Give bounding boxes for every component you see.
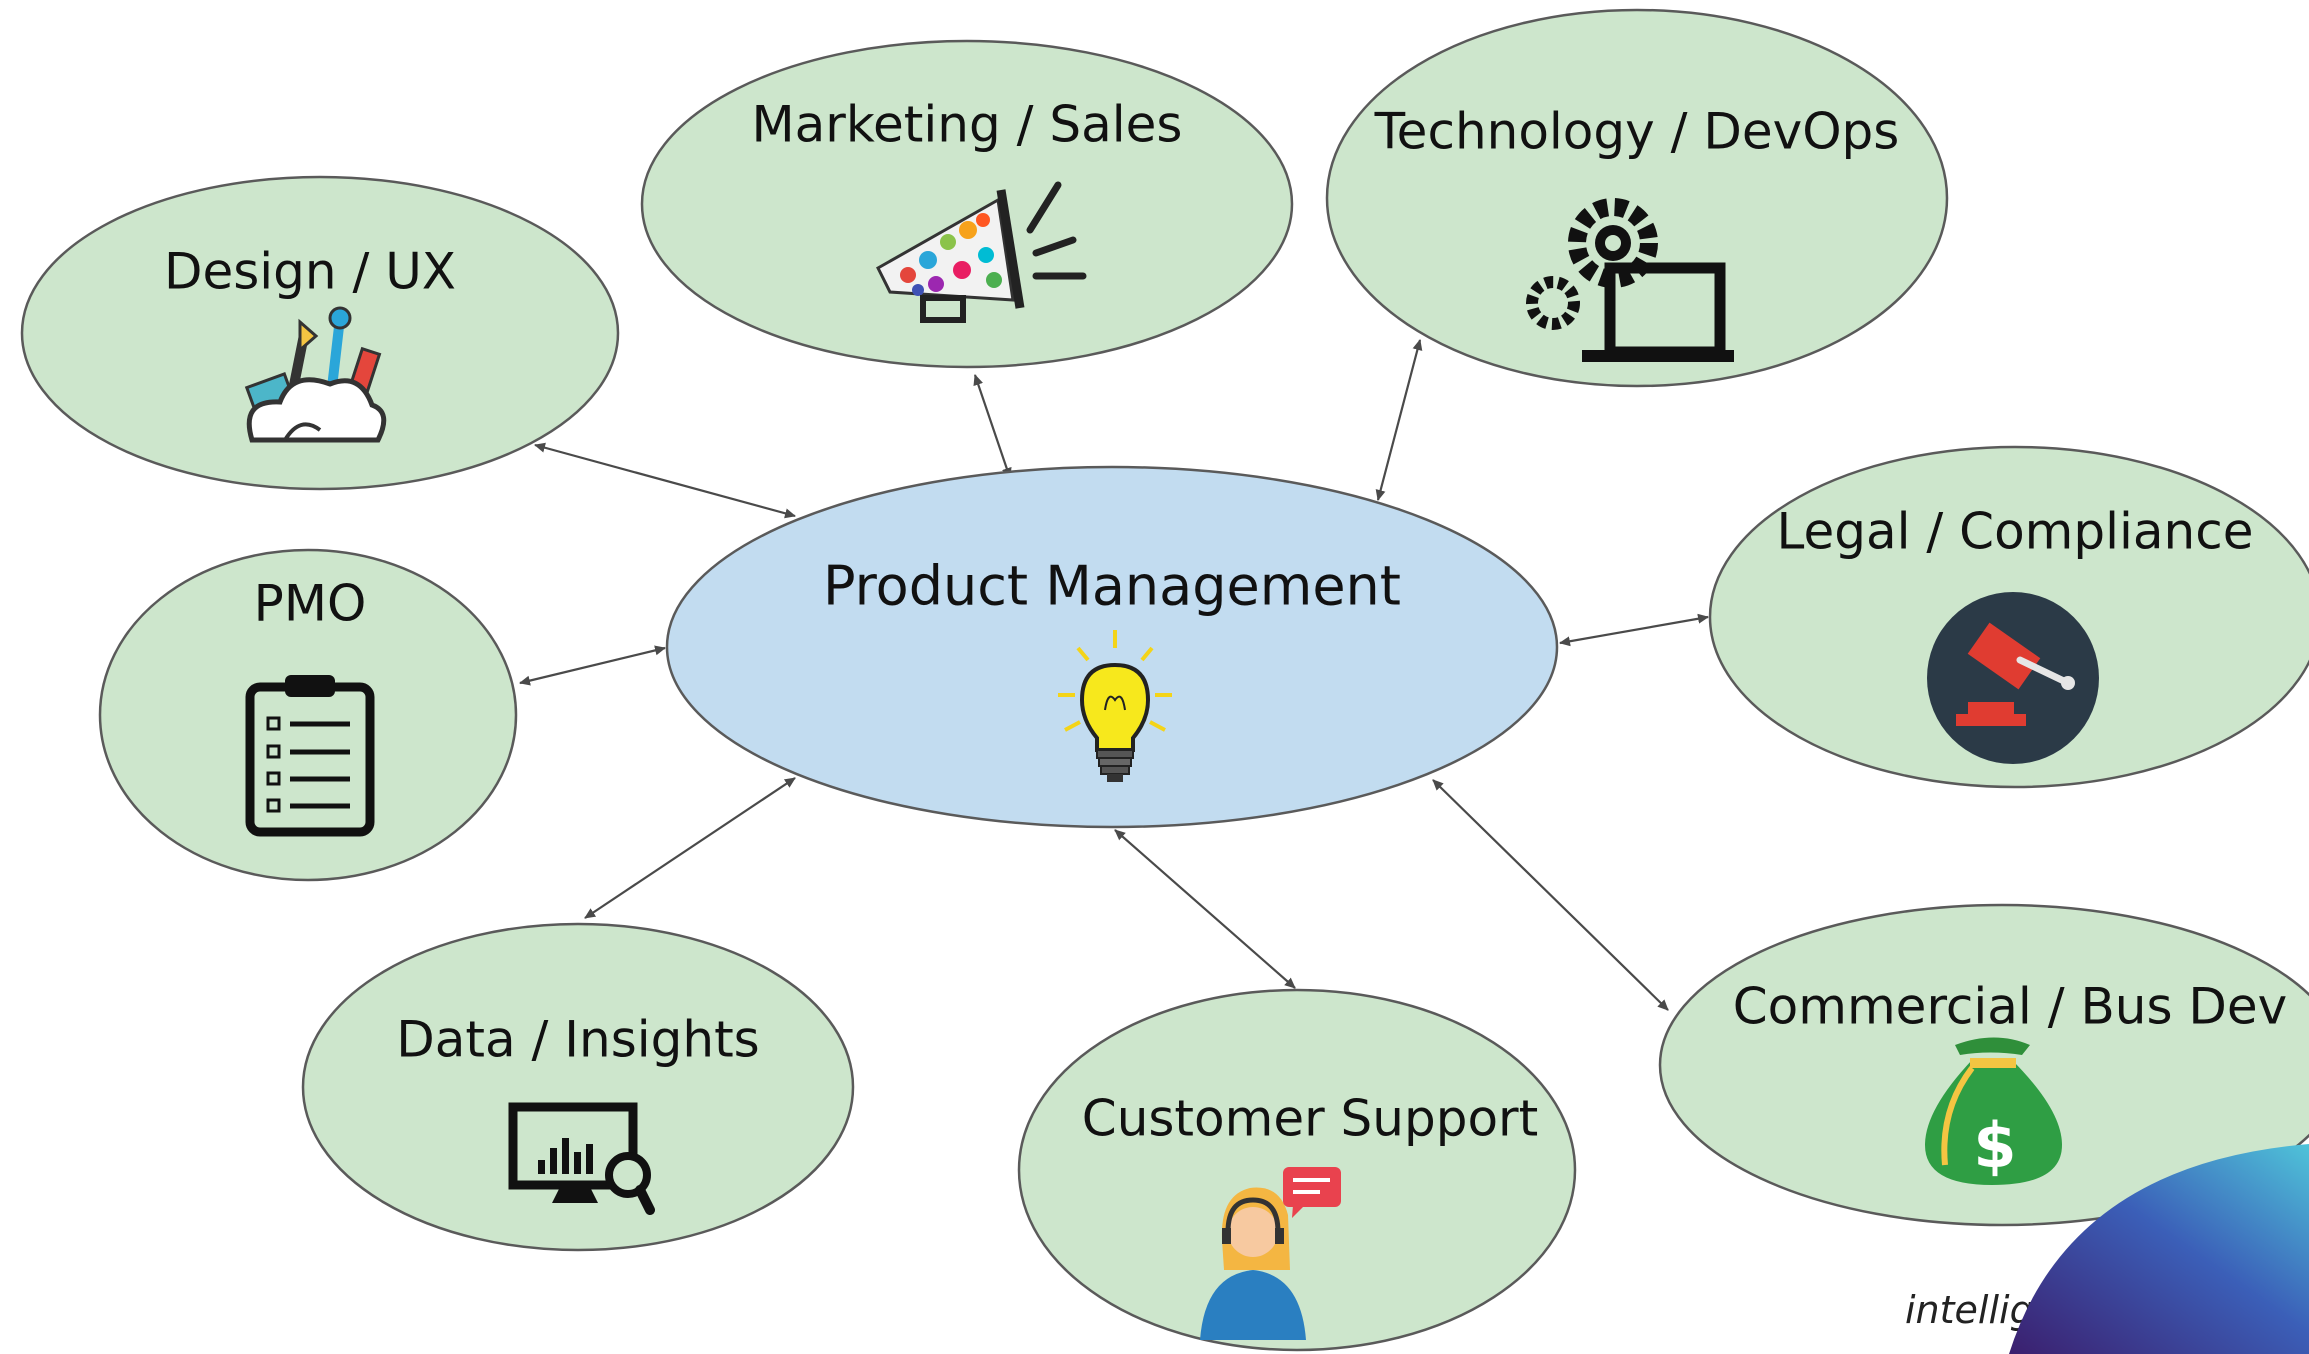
design-tools-icon <box>244 306 387 443</box>
node-support: Customer Support <box>1017 988 1577 1352</box>
node-marketing-label: Marketing / Sales <box>752 96 1183 154</box>
money-bag-icon: $ <box>1925 1037 2062 1185</box>
gavel-icon <box>1927 592 2099 764</box>
edge-legal <box>1559 613 1709 647</box>
node-data: Data / Insights <box>301 922 855 1252</box>
megaphone-icon <box>876 181 1087 323</box>
node-technology: Technology / DevOps <box>1325 8 1949 388</box>
edge-design <box>534 442 796 519</box>
center-label: Product Management <box>823 555 1401 618</box>
node-commercial: Commercial / Bus Dev $ <box>1658 903 2309 1227</box>
corner-swoosh-decoration <box>2009 1144 2309 1354</box>
node-data-label: Data / Insights <box>396 1011 759 1069</box>
node-legal-label: Legal / Compliance <box>1777 503 2254 561</box>
node-support-label: Customer Support <box>1082 1090 1538 1148</box>
edge-commercial <box>1432 779 1669 1011</box>
edge-data <box>584 777 796 919</box>
node-legal: Legal / Compliance <box>1708 445 2309 789</box>
edge-marketing <box>973 374 1012 479</box>
support-agent-icon <box>1200 1167 1341 1340</box>
dollar-sign: $ <box>1973 1109 2016 1182</box>
analytics-monitor-icon <box>508 1102 655 1215</box>
node-pmo-label: PMO <box>254 575 367 633</box>
lightbulb-icon <box>1058 630 1172 782</box>
gears-laptop-icon <box>1526 198 1734 362</box>
edge-pmo <box>519 645 666 686</box>
node-marketing: Marketing / Sales <box>640 39 1294 369</box>
node-technology-label: Technology / DevOps <box>1374 103 1900 161</box>
node-commercial-label: Commercial / Bus Dev <box>1733 978 2287 1036</box>
node-pmo: PMO <box>98 548 518 882</box>
node-design-label: Design / UX <box>164 243 456 301</box>
node-design: Design / UX <box>20 175 620 491</box>
edge-support <box>1114 829 1296 989</box>
edges <box>519 339 1709 1011</box>
node-center: Product Management <box>665 465 1559 829</box>
edge-technology <box>1375 339 1423 501</box>
clipboard-icon <box>245 675 375 837</box>
